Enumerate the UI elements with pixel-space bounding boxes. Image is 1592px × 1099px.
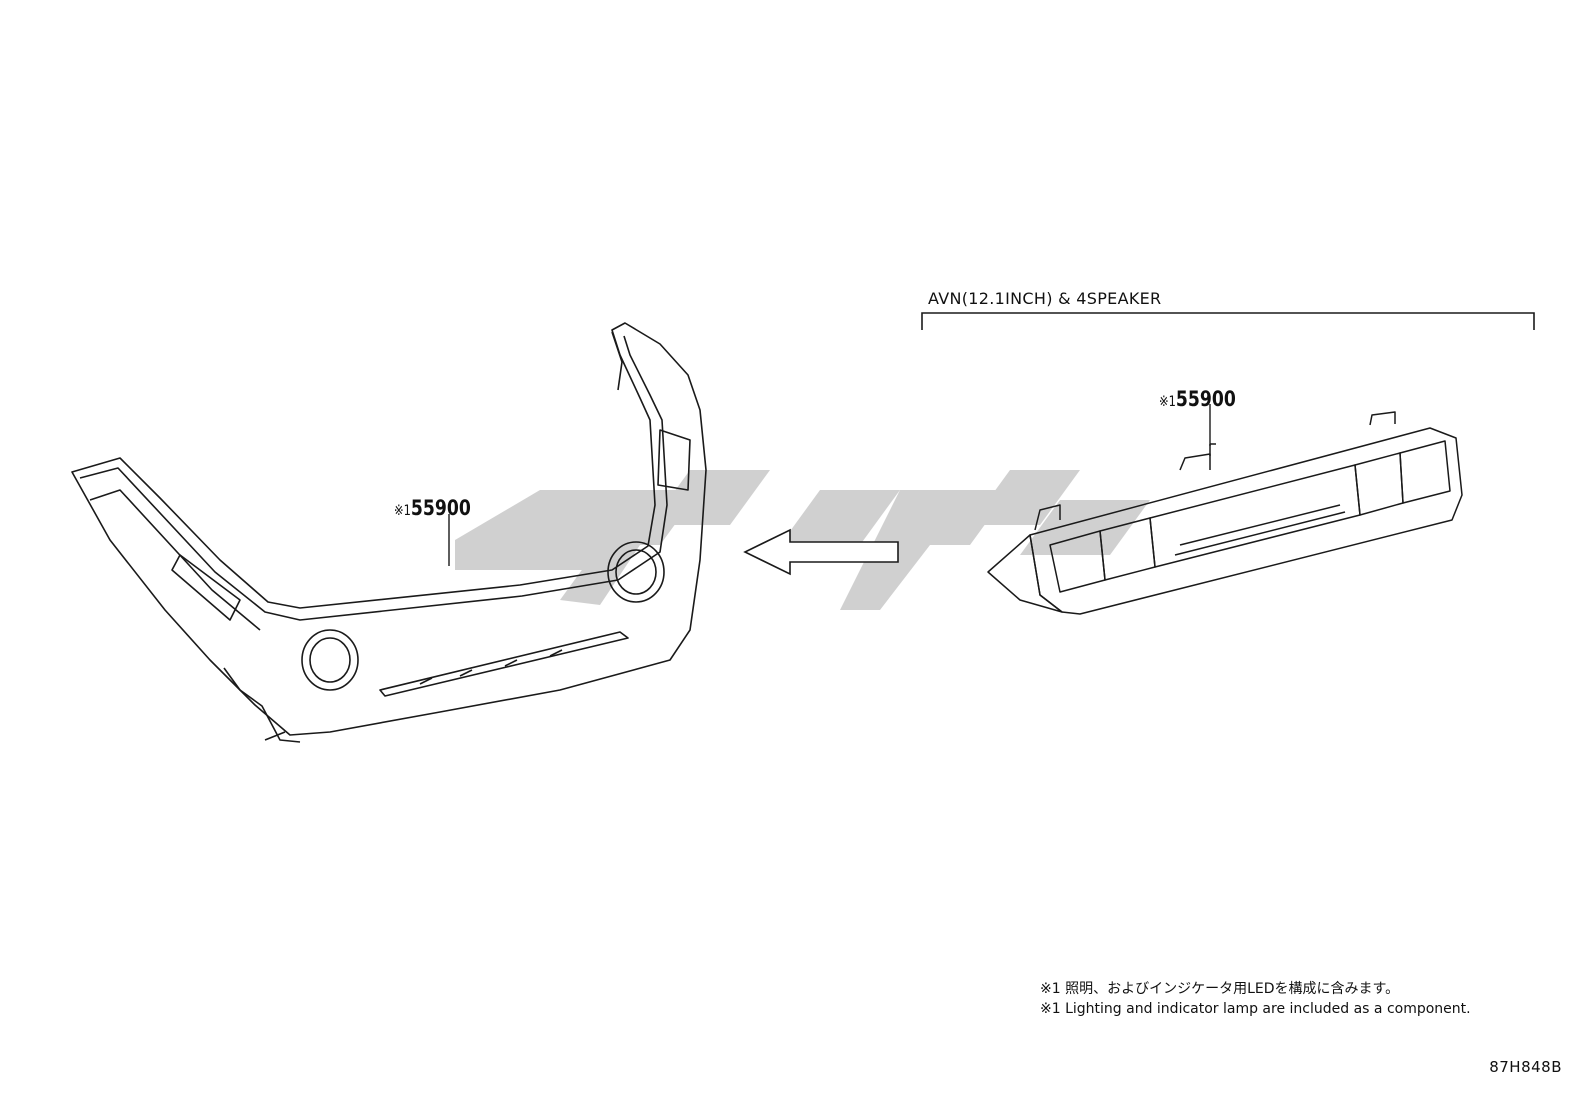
part-callout-bezel: ※155900 bbox=[394, 496, 471, 520]
note-mark: ※1 bbox=[394, 503, 411, 519]
center-cluster-bezel bbox=[71, 322, 707, 743]
footnote-english: ※1 Lighting and indicator lamp are inclu… bbox=[1040, 1001, 1471, 1017]
watermark-logo bbox=[455, 470, 1150, 610]
climate-control-panel bbox=[987, 411, 1463, 615]
footnote-japanese: ※1 照明、およびインジケータ用LEDを構成に含みます。 bbox=[1040, 981, 1400, 997]
variant-bracket bbox=[921, 312, 1535, 330]
figure-code: 87H848B bbox=[1489, 1058, 1562, 1076]
variant-label: AVN(12.1INCH) & 4SPEAKER bbox=[928, 289, 1162, 308]
part-callout-panel: ※155900 bbox=[1159, 387, 1236, 411]
assembly-arrow bbox=[743, 528, 899, 576]
part-number: 55900 bbox=[410, 496, 471, 520]
part-number: 55900 bbox=[1175, 387, 1236, 411]
note-mark: ※1 bbox=[1159, 394, 1176, 410]
